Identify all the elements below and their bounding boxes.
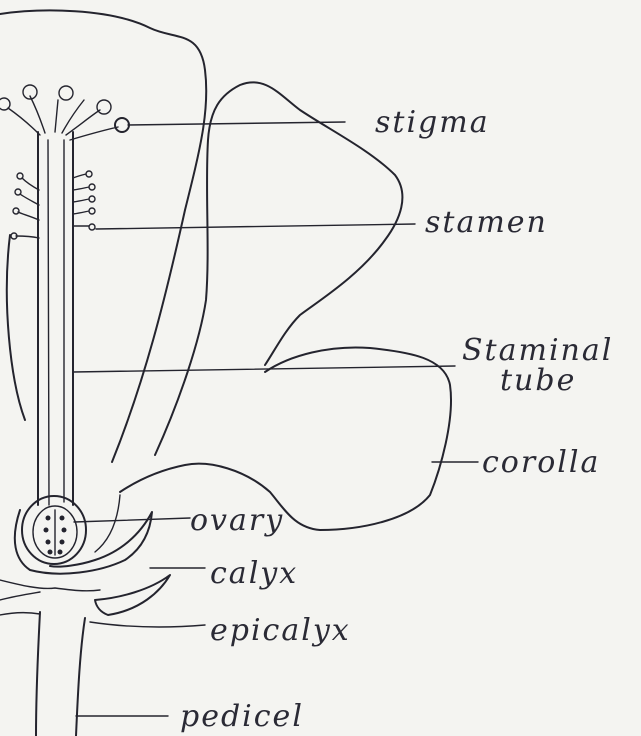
ovary bbox=[22, 496, 86, 564]
epicalyx bbox=[95, 575, 170, 615]
label-staminal-tube-line2: tube bbox=[500, 363, 576, 398]
pedicel-left bbox=[36, 612, 40, 736]
epicalyx-left bbox=[0, 592, 40, 600]
label-pedicel: pedicel bbox=[180, 699, 304, 734]
branch-left bbox=[0, 613, 40, 615]
label-stamen: stamen bbox=[425, 205, 548, 240]
label-calyx: calyx bbox=[210, 556, 298, 591]
receptacle bbox=[0, 580, 100, 591]
label-ovary: ovary bbox=[190, 503, 284, 538]
staminal-tube-inner-left bbox=[48, 140, 49, 505]
stamens-left bbox=[11, 173, 39, 239]
corolla-petal bbox=[120, 347, 451, 530]
petal-left-edge bbox=[7, 235, 25, 420]
calyx-inner bbox=[95, 495, 120, 552]
label-corolla: corolla bbox=[482, 445, 600, 480]
petal-front bbox=[155, 82, 402, 455]
label-stigma: stigma bbox=[375, 105, 490, 140]
pedicel-right bbox=[76, 618, 85, 736]
stamens-right bbox=[73, 171, 95, 230]
label-epicalyx: epicalyx bbox=[210, 613, 351, 648]
stigmas bbox=[0, 85, 129, 140]
